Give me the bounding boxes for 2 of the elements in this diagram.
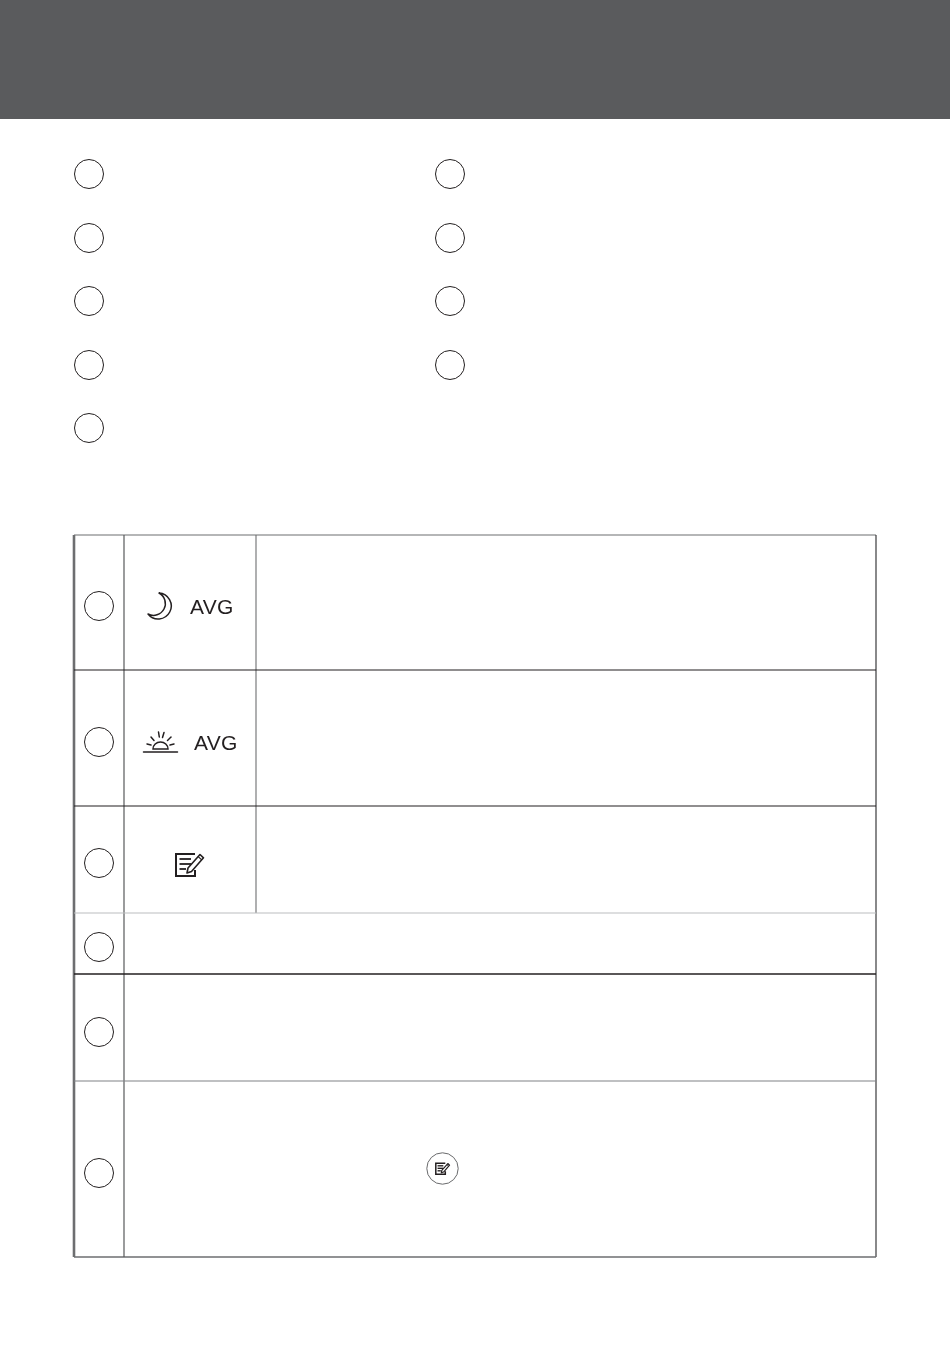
mode-label: AVG	[190, 595, 234, 619]
mode-label: AVG	[194, 731, 238, 755]
